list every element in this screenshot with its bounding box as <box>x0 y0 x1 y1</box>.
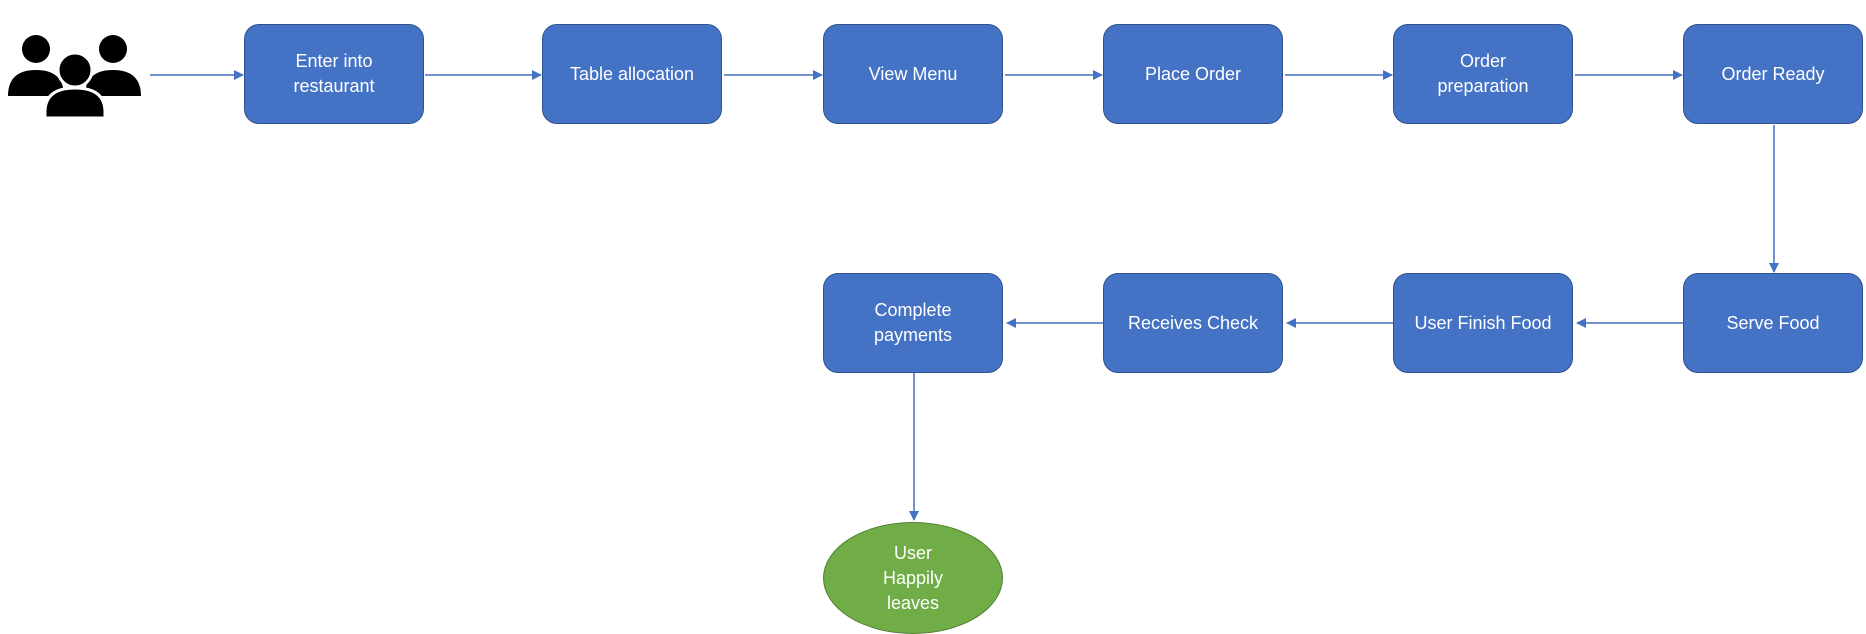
end-node-line-2: Happily <box>882 567 944 588</box>
step-user-finish-food: User Finish Food <box>1393 273 1573 373</box>
end-node-line-1: User <box>893 542 932 563</box>
step-place-order-label: Place Order <box>1144 63 1242 84</box>
step-view-menu-label: View Menu <box>868 63 958 84</box>
step-receives-check: Receives Check <box>1103 273 1283 373</box>
step-order-preparation-label: Order preparation <box>1437 51 1529 96</box>
step-complete-payments: Complete payments <box>823 273 1003 373</box>
step-order-ready: Order Ready <box>1683 24 1863 124</box>
step-serve-food: Serve Food <box>1683 273 1863 373</box>
step-enter-restaurant-label: Enter into restaurant <box>293 51 375 96</box>
step-table-allocation: Table allocation <box>542 24 722 124</box>
users-group-icon <box>8 35 141 118</box>
end-node-line-3: leaves <box>886 592 940 613</box>
step-user-finish-food-label: User Finish Food <box>1414 312 1552 333</box>
step-view-menu: View Menu <box>823 24 1003 124</box>
step-complete-payments-label: Complete payments <box>873 300 953 345</box>
step-table-allocation-label: Table allocation <box>569 63 695 84</box>
step-receives-check-label: Receives Check <box>1127 312 1259 333</box>
end-user-happily-leaves: User Happily leaves <box>823 522 1003 634</box>
step-serve-food-label: Serve Food <box>1726 312 1820 333</box>
step-order-preparation: Order preparation <box>1393 24 1573 124</box>
end-node-label: User Happily leaves <box>874 541 952 616</box>
step-order-ready-label: Order Ready <box>1721 63 1825 84</box>
step-place-order: Place Order <box>1103 24 1283 124</box>
step-enter-restaurant: Enter into restaurant <box>244 24 424 124</box>
